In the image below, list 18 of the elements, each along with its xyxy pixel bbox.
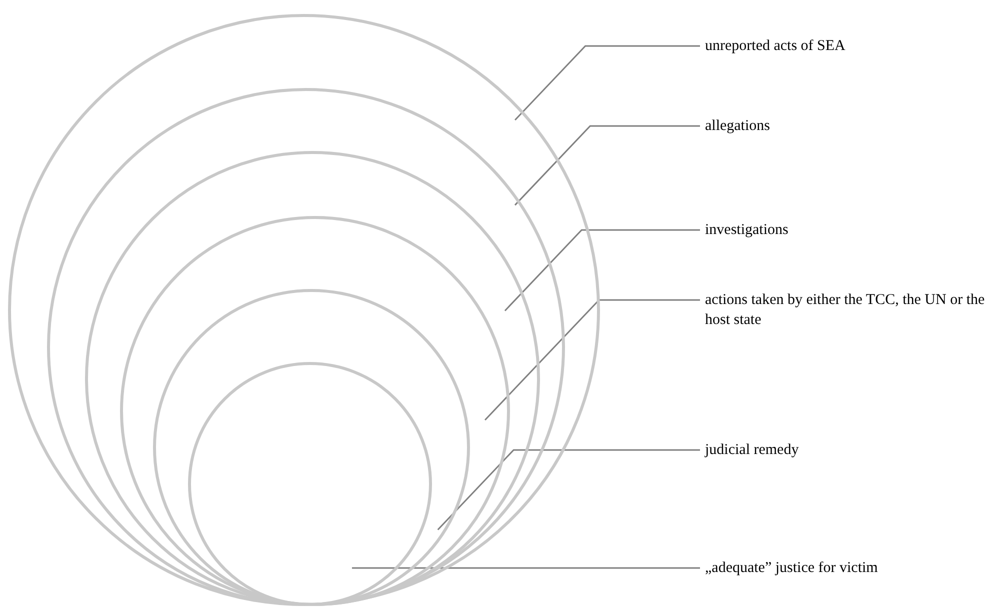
- callout-label: „adequate” justice for victim: [705, 558, 955, 578]
- callout-label: judicial remedy: [705, 440, 955, 460]
- callout-label: investigations: [705, 220, 955, 240]
- nested-circle: [8, 14, 600, 606]
- nested-circle: [85, 151, 540, 606]
- nested-circle: [188, 362, 432, 606]
- leader-line: [514, 125, 700, 206]
- leader-line: [484, 299, 700, 420]
- leader-line: [504, 229, 700, 312]
- nested-circle: [153, 289, 470, 606]
- nested-circle: [47, 88, 565, 606]
- leader-line: [514, 45, 700, 120]
- callout-label: unreported acts of SEA: [705, 36, 955, 56]
- callout-label: allegations: [705, 116, 955, 136]
- leader-line: [437, 449, 700, 530]
- leader-line: [352, 567, 700, 569]
- nested-circle: [120, 216, 510, 606]
- callout-label: actions taken by either the TCC, the UN or the host state: [705, 290, 995, 330]
